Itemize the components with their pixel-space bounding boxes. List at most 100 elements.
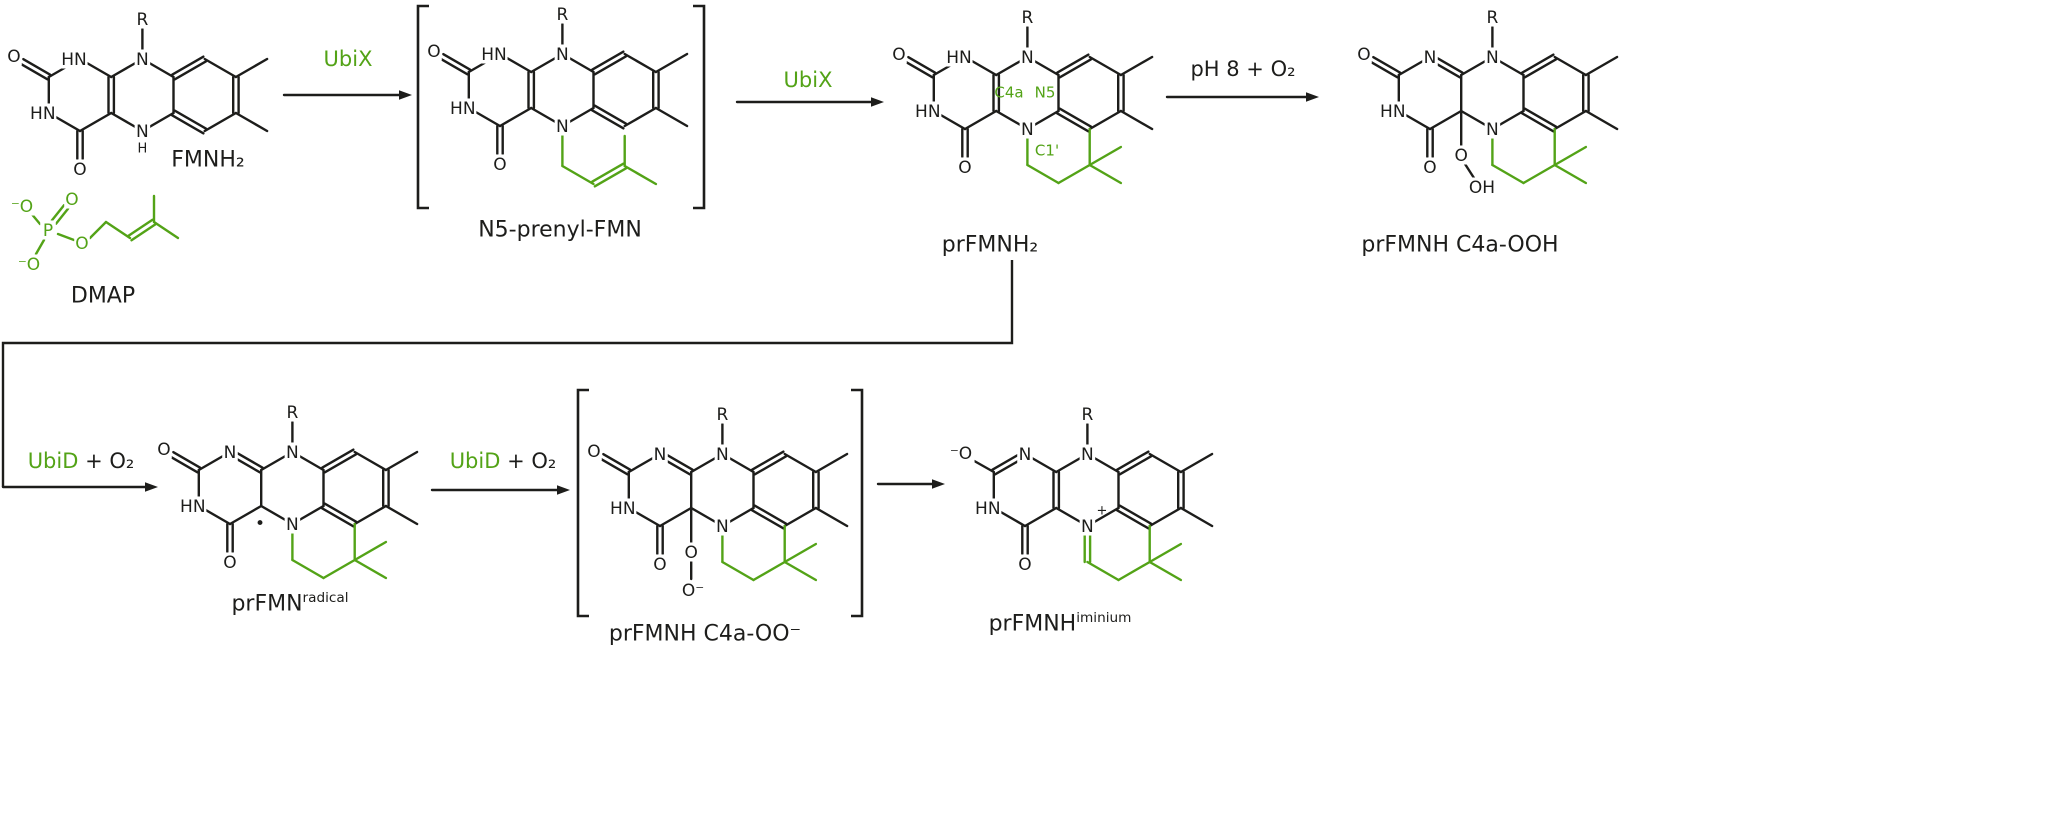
connector-line [1,260,1014,487]
svg-text:N: N [1486,120,1499,140]
svg-text:O: O [157,440,170,460]
svg-text:HN: HN [30,104,56,124]
svg-text:N: N [1021,120,1034,140]
svg-text:HN: HN [61,50,87,70]
svg-text:+: + [1097,504,1108,519]
svg-text:HN: HN [1380,102,1406,122]
svg-text:O: O [7,47,20,67]
label-prfmn-radical: prFMNradical [170,590,410,616]
svg-text:HN: HN [915,102,941,122]
label-prfmnh-c4a-oo: prFMNH C4a-OO⁻ [555,620,855,646]
ubid2-enzyme: UbiD [449,449,501,473]
svg-text:N: N [556,45,569,65]
label-prfmnh-c4a-oo-text: prFMNH C4a-OO⁻ [608,621,802,647]
svg-text:N: N [1081,445,1094,465]
ubid2-rest: + O₂ [500,449,557,473]
label-arrow-ubid-1: UbiD + O₂ [6,449,156,473]
svg-text:O: O [1018,555,1031,575]
svg-text:O: O [892,45,905,65]
label-prfmnh-iminium: prFMNHiminium [910,610,1210,636]
label-arrow-ubix-2: UbiX [748,68,868,92]
label-prfmnh-c4a-ooh: prFMNH C4a-OOH [1310,231,1610,257]
brackets [416,4,864,618]
svg-text:O: O [223,553,236,573]
svg-text:O: O [958,158,971,178]
svg-text:R: R [716,405,728,425]
svg-text:⁻O: ⁻O [18,255,40,275]
svg-text:O: O [427,42,440,62]
svg-text:N: N [1019,445,1032,465]
label-arrow-ph8-o2: pH 8 + O₂ [1153,57,1333,81]
svg-text:O: O [1455,146,1468,166]
svg-text:O: O [1357,45,1370,65]
svg-text:N: N [224,443,237,463]
svg-text:HN: HN [975,499,1001,519]
svg-text:O: O [65,190,78,210]
svg-text:N5: N5 [1035,83,1056,101]
ubix1-enzyme: UbiX [323,47,373,71]
svg-text:R: R [556,5,568,25]
label-n5-prenyl-text: N5-prenyl-FMN [478,217,642,243]
svg-text:O: O [1423,158,1436,178]
svg-text:C4a: C4a [994,83,1023,101]
svg-text:HN: HN [180,497,206,517]
svg-text:⁻O: ⁻O [950,444,972,464]
label-fmnh2: FMNH₂ [138,146,278,172]
svg-text:N: N [716,445,729,465]
svg-text:O: O [493,155,506,175]
svg-text:R: R [1021,8,1033,28]
label-prfmnh-iminium-text: prFMNH [988,611,1077,637]
svg-text:N: N [136,50,149,70]
label-prfmnh-c4a-ooh-text: prFMNH C4a-OOH [1361,232,1559,258]
ph-rest: pH 8 + O₂ [1190,57,1296,81]
svg-text:R: R [136,10,148,30]
label-prfmnh2-text: prFMNH₂ [941,232,1039,258]
svg-text:O: O [587,442,600,462]
svg-text:OH: OH [1469,178,1495,198]
svg-text:HN: HN [450,99,476,119]
label-arrow-ubix-1: UbiX [288,47,408,71]
ubix2-enzyme: UbiX [783,68,833,92]
svg-text:N: N [716,517,729,537]
ubid1-enzyme: UbiD [27,449,79,473]
svg-text:O: O [75,234,88,254]
svg-text:HN: HN [946,48,972,68]
label-prfmn-radical-sup: radical [302,590,349,606]
svg-text:C1': C1' [1035,141,1059,159]
svg-text:N: N [1424,48,1437,68]
svg-text:N: N [286,443,299,463]
label-fmnh2-text: FMNH₂ [171,147,245,173]
svg-text:R: R [1486,8,1498,28]
svg-text:N: N [136,122,149,142]
svg-text:N: N [556,117,569,137]
svg-text:O: O [685,543,698,563]
structure-dmap: PO⁻O⁻OO [8,189,180,275]
svg-text:HN: HN [610,499,636,519]
svg-text:⁻O: ⁻O [11,197,33,217]
reaction-arrows [1,90,1319,495]
svg-text:P: P [43,221,53,241]
svg-text:O: O [653,555,666,575]
svg-text:H: H [138,142,148,157]
svg-text:N: N [1021,48,1034,68]
svg-text:•: • [255,514,265,534]
label-dmap-text: DMAP [70,283,136,309]
svg-text:N: N [1486,48,1499,68]
label-dmap: DMAP [38,282,168,308]
svg-text:R: R [1081,405,1093,425]
label-arrow-ubid-2: UbiD + O₂ [428,449,578,473]
label-n5-prenyl-fmn: N5-prenyl-FMN [430,216,690,242]
svg-text:O: O [73,160,86,180]
ubid1-rest: + O₂ [78,449,135,473]
label-prfmnh-iminium-sup: iminium [1076,610,1132,626]
svg-text:N: N [286,515,299,535]
